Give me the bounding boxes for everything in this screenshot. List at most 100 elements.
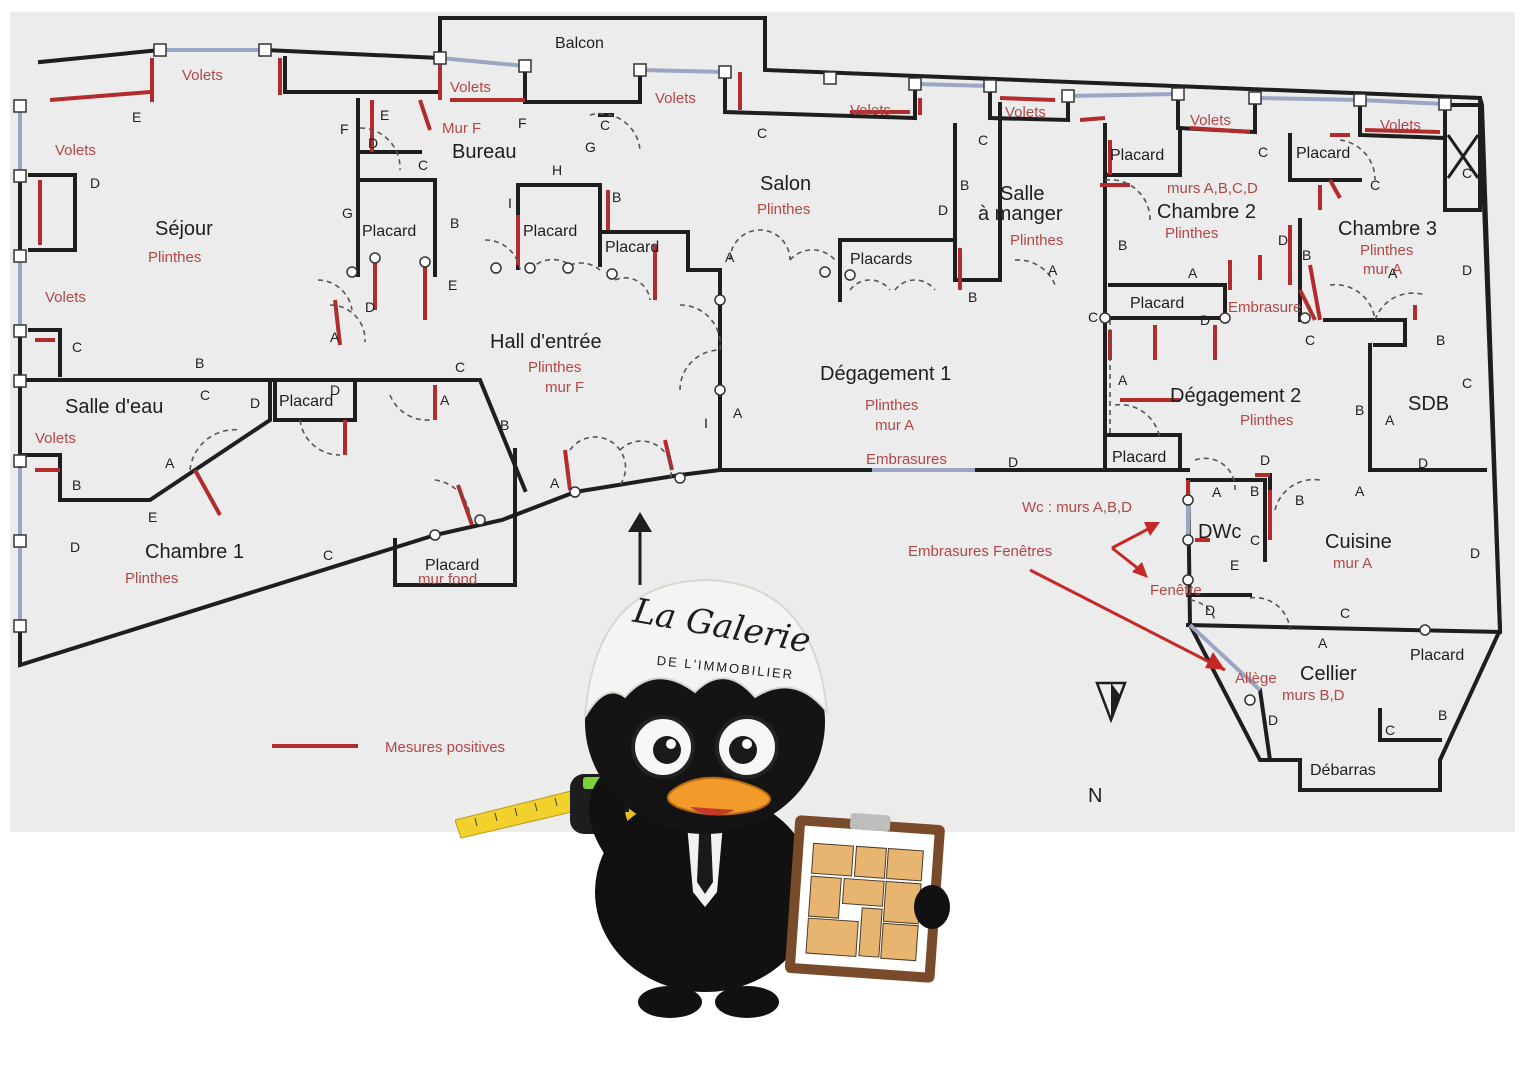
svg-text:D: D [1260,452,1270,468]
svg-text:D: D [1200,312,1210,328]
label-salon: Salon [760,173,811,195]
svg-text:E: E [448,277,457,293]
svg-text:C: C [1340,605,1350,621]
label-placard-bureau: Placard [362,223,416,240]
label-placard-entree: Placard [425,557,479,574]
svg-text:C: C [600,117,610,133]
svg-text:B: B [1438,707,1447,723]
label-sejour: Séjour [155,218,213,240]
note-volets: Volets [1005,104,1046,121]
svg-text:A: A [330,329,340,345]
note-chambre2-plinthes: Plinthes [1165,225,1218,242]
svg-text:A: A [1048,262,1058,278]
note-allege: Allège [1235,670,1277,687]
label-hall: Hall d'entrée [490,331,602,353]
svg-text:D: D [1268,712,1278,728]
svg-text:C: C [455,359,465,375]
svg-text:B: B [500,417,509,433]
svg-text:B: B [1118,237,1127,253]
svg-text:I: I [704,415,708,431]
svg-text:A: A [1385,412,1395,428]
svg-text:C: C [757,125,767,141]
svg-text:C: C [1258,144,1268,160]
svg-text:C: C [1462,375,1472,391]
svg-text:C: C [978,132,988,148]
room-labels: Balcon Séjour Bureau Salon Salle à mange… [65,35,1449,779]
note-wc-murs: Wc : murs A,B,D [1022,499,1132,516]
annotation-arrows [1029,522,1226,672]
note-deg1-mur: mur A [875,417,914,434]
door-swings [189,112,1426,631]
note-murs-abcd: murs A,B,C,D [1167,180,1258,197]
svg-text:B: B [195,355,204,371]
note-embrasure: Embrasure [1228,299,1301,316]
svg-text:D: D [368,135,378,151]
label-degagement1: Dégagement 1 [820,363,951,385]
svg-text:C: C [1250,532,1260,548]
svg-text:E: E [380,107,389,123]
label-dwc: DWc [1198,521,1241,543]
note-hall-mur: mur F [545,379,584,396]
placard-labels: Placard Placard Placard Placards Placard… [279,145,1464,664]
svg-text:B: B [1295,492,1304,508]
label-placard-cellier: Placard [1410,647,1464,664]
label-salle-eau: Salle d'eau [65,396,163,418]
svg-text:C: C [1385,722,1395,738]
wall-nodes [13,43,1452,706]
svg-text:A: A [725,249,735,265]
note-mur-f: Mur F [442,120,481,137]
svg-text:B: B [960,177,969,193]
svg-text:A: A [1118,372,1128,388]
walls [18,16,1503,792]
svg-text:B: B [1250,483,1259,499]
svg-text:C: C [72,339,82,355]
label-placard-chambre2: Placard [1110,147,1164,164]
annotation-notes: Volets Volets Volets Volets Volets Volet… [35,67,1421,704]
svg-text:A: A [733,405,743,421]
svg-text:C: C [323,547,333,563]
compass-north: N [1088,785,1102,807]
svg-text:C: C [1305,332,1315,348]
note-volets: Volets [1380,117,1421,134]
svg-text:D: D [70,539,80,555]
helmet-shell [584,578,829,718]
svg-text:D: D [1470,545,1480,561]
svg-text:D: D [365,299,375,315]
svg-text:I: I [508,195,512,211]
note-volets: Volets [850,102,891,119]
svg-text:D: D [330,382,340,398]
note-sejour-plinthes: Plinthes [148,249,201,266]
label-chambre1: Chambre 1 [145,541,244,563]
svg-text:B: B [450,215,459,231]
note-hall-plinthes: Plinthes [528,359,581,376]
svg-text:G: G [585,139,596,155]
svg-text:D: D [938,202,948,218]
svg-text:B: B [968,289,977,305]
label-placard-deg2-bottom: Placard [1112,449,1166,466]
note-cellier-murs: murs B,D [1282,687,1345,704]
note-volets: Volets [55,142,96,159]
label-cuisine: Cuisine [1325,531,1392,553]
note-chambre1-plinthes: Plinthes [125,570,178,587]
svg-text:C: C [1088,309,1098,325]
svg-text:C: C [1462,165,1472,181]
svg-text:B: B [72,477,81,493]
note-cuisine-mur: mur A [1333,555,1372,572]
svg-text:D: D [1462,262,1472,278]
note-salon-plinthes: Plinthes [757,201,810,218]
svg-text:D: D [1205,602,1215,618]
note-sam-plinthes: Plinthes [1010,232,1063,249]
svg-text:E: E [132,109,141,125]
clipboard-icon [784,813,950,983]
label-cellier: Cellier [1300,663,1357,685]
label-placards: Placards [850,251,912,268]
svg-text:D: D [250,395,260,411]
note-volets: Volets [655,90,696,107]
label-placard-deg2-top: Placard [1130,295,1184,312]
measure-marks [35,58,1441,542]
compass: N [1088,681,1127,807]
svg-text:E: E [1230,557,1239,573]
svg-text:F: F [340,121,349,137]
legend: Mesures positives [272,739,505,756]
